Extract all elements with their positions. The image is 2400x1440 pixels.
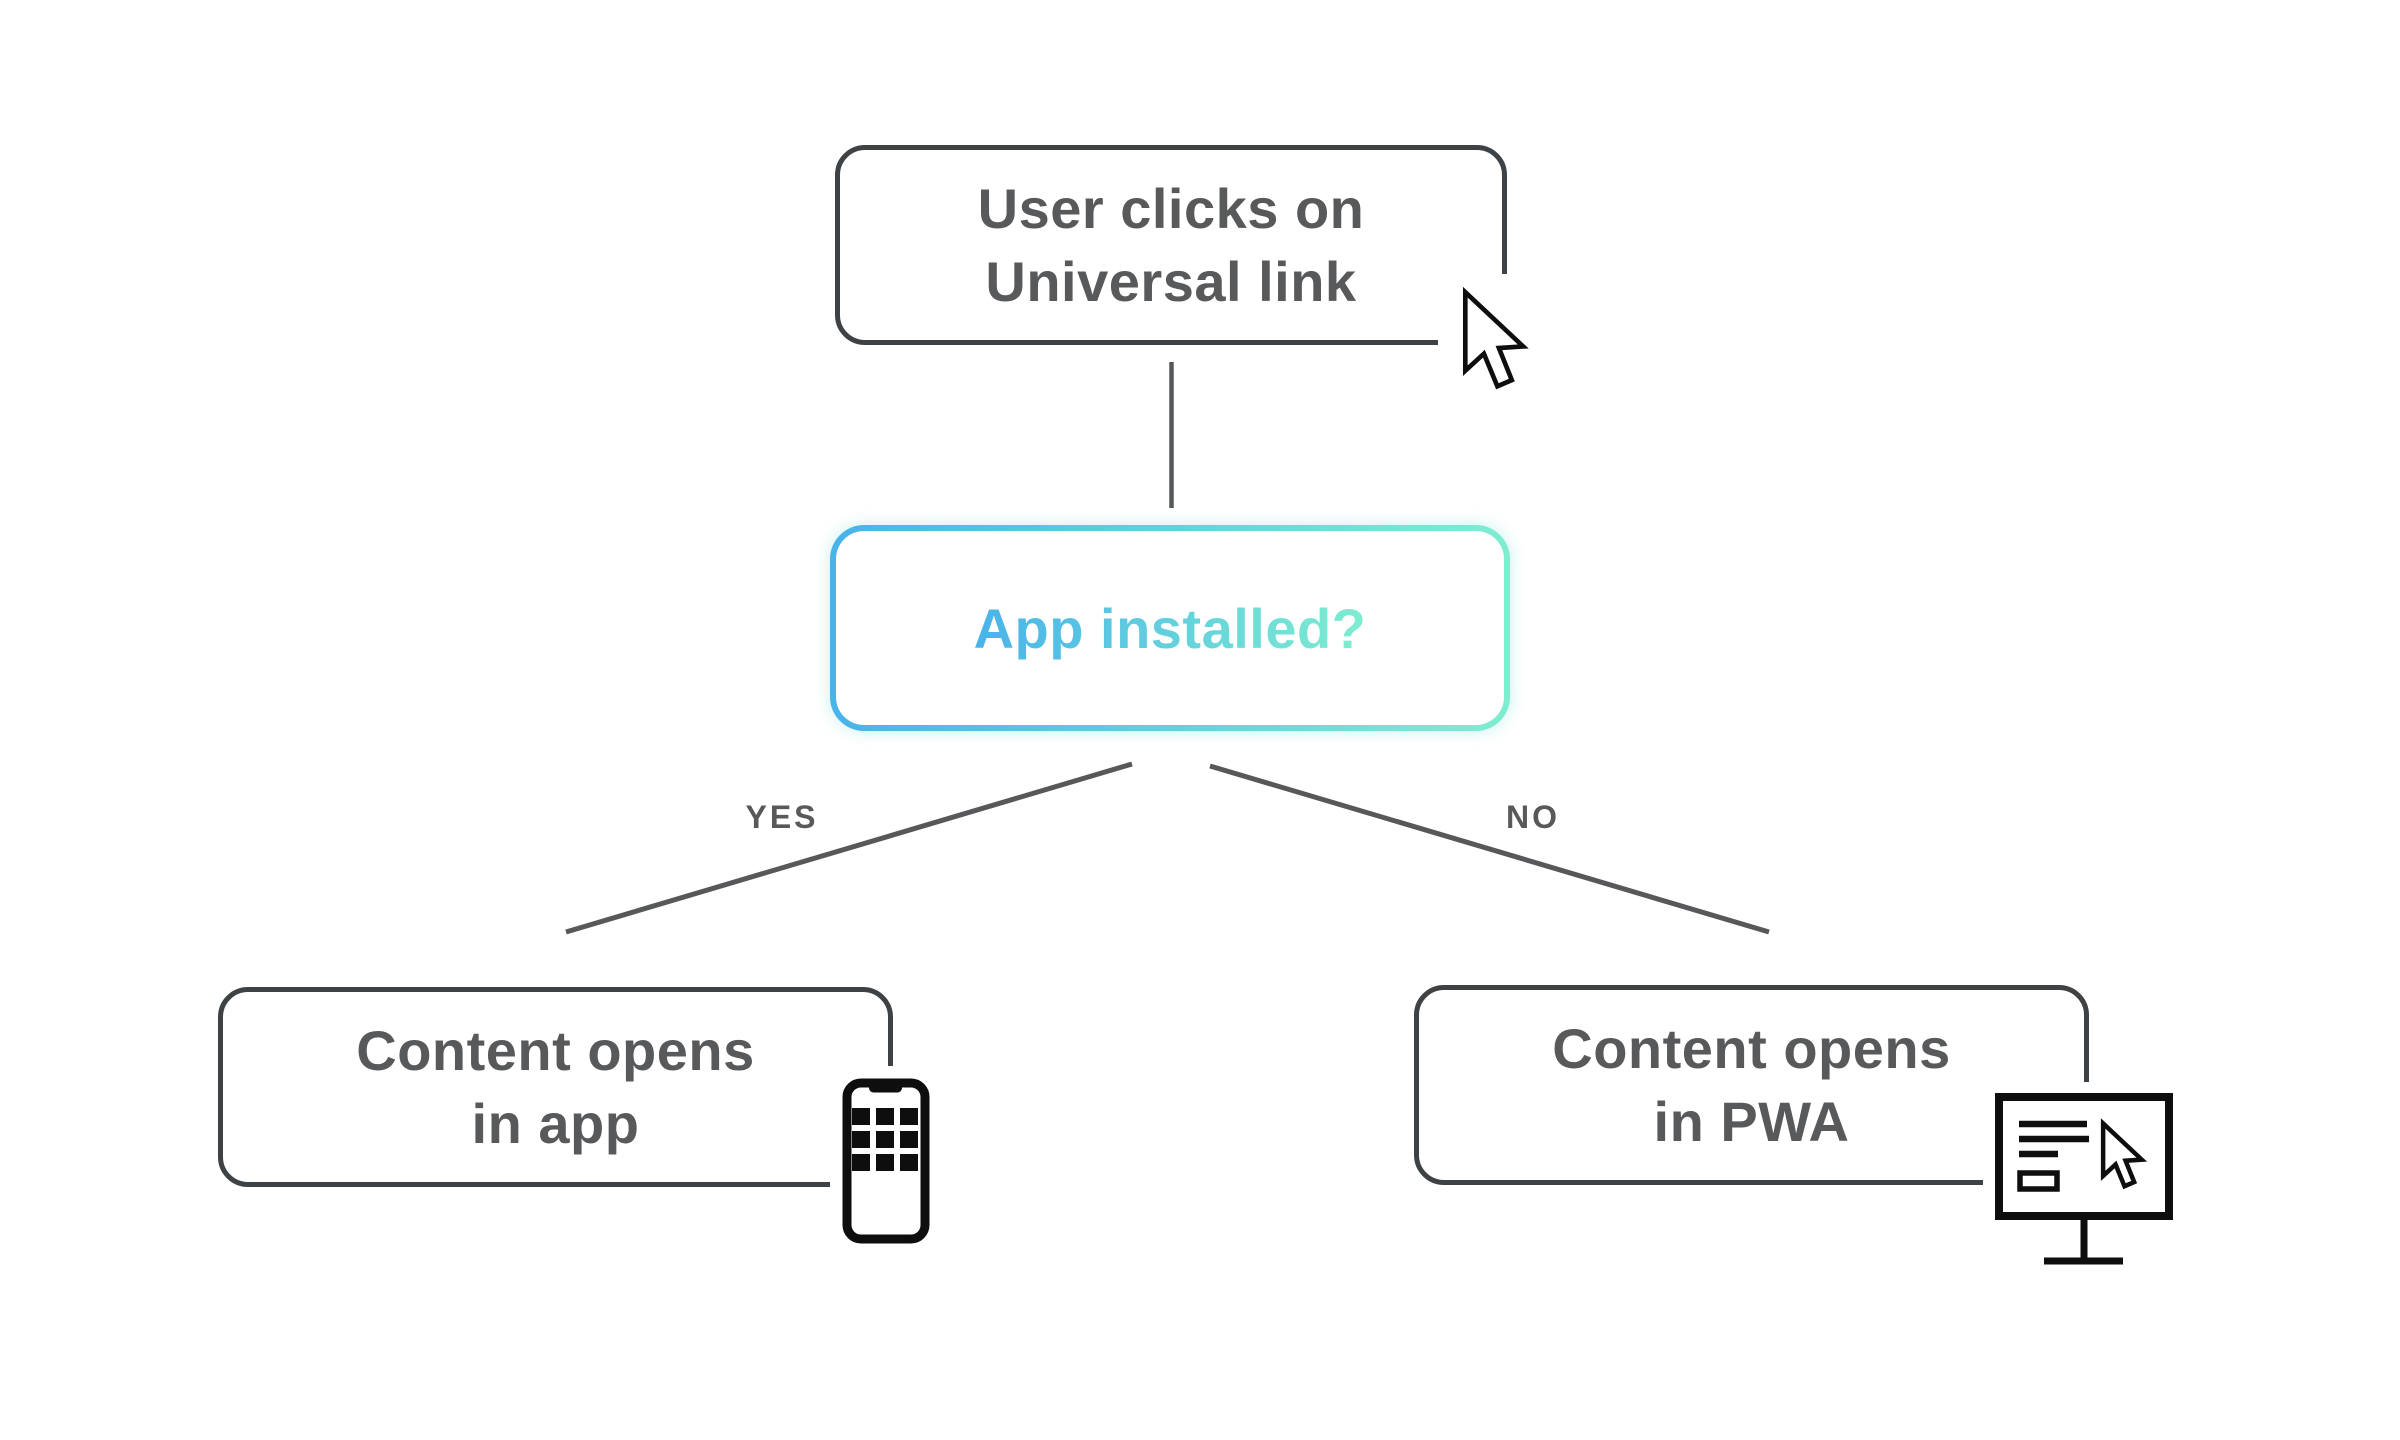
flow-node-result-app: Content opens in app <box>218 987 893 1187</box>
smartphone-glyph <box>842 1078 930 1244</box>
edge-label-no: NO <box>1506 799 1560 835</box>
screen-pointer-cursor <box>2100 1118 2148 1190</box>
result-app-label: Content opens in app <box>356 1014 754 1160</box>
start-node-label-line1: User clicks on <box>977 177 1365 240</box>
result-app-label-line1: Content opens <box>356 1019 755 1082</box>
result-pwa-label: Content opens in PWA <box>1552 1012 1950 1158</box>
start-node-label: User clicks on Universal link <box>978 172 1365 318</box>
start-node-label-line2: Universal link <box>985 250 1357 313</box>
monitor-glyph <box>1995 1093 2173 1265</box>
flow-node-result-pwa: Content opens in PWA <box>1414 985 2089 1185</box>
smartphone-app-grid-icon <box>830 1066 940 1256</box>
yes-branch-line <box>565 761 1133 935</box>
monitor-pointer-icon <box>1983 1082 2189 1282</box>
decision-inner-panel: App installed? <box>836 531 1504 725</box>
no-branch-line <box>1209 763 1770 935</box>
flow-node-start: User clicks on Universal link <box>835 145 1507 345</box>
edge-label-yes: YES <box>745 799 819 835</box>
flow-node-decision: App installed? <box>830 525 1510 731</box>
pointer-cursor-glyph <box>1462 287 1529 390</box>
phone-app-grid <box>852 1108 918 1171</box>
phone-notch <box>869 1082 902 1093</box>
screen-box <box>2017 1170 2060 1192</box>
pointer-cursor-icon <box>1438 274 1550 404</box>
result-app-label-line2: in app <box>471 1092 640 1155</box>
result-pwa-label-line2: in PWA <box>1653 1090 1850 1153</box>
decision-node-label: App installed? <box>973 596 1367 660</box>
result-pwa-label-line1: Content opens <box>1552 1017 1951 1080</box>
